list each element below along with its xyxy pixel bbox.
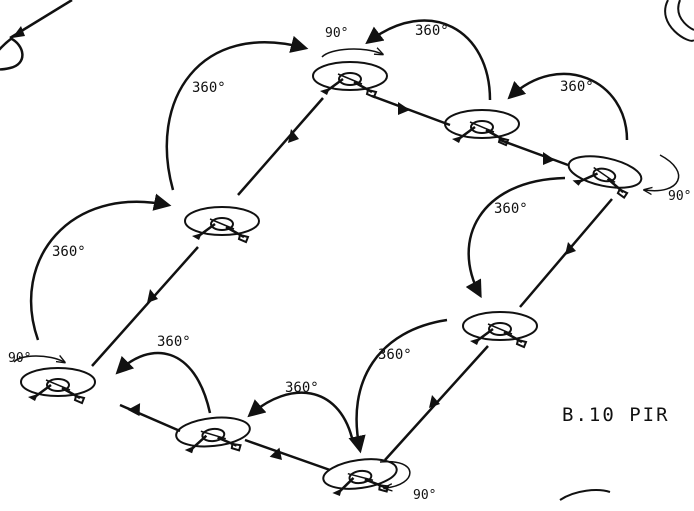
edge-top-right (499, 138, 569, 167)
fragment-bottom-center (559, 489, 611, 501)
helicopter-icon-left-corner (19, 366, 97, 405)
figure-caption: B.10 PIR (562, 404, 670, 426)
label-90-right: 90° (668, 189, 691, 204)
helicopter-icon-top (311, 60, 389, 99)
label-360-bottom: 360° (285, 380, 319, 396)
arc-360-lower-left (115, 351, 212, 414)
arrow-bottom-right-icon (269, 447, 282, 461)
arc-360-top (365, 19, 492, 101)
arrow-right-lower-icon (429, 395, 440, 408)
rot90-top-icon (321, 49, 382, 58)
label-360-lower-left: 360° (157, 334, 191, 350)
edge-bottom-left (119, 403, 181, 433)
rot90-left-icon (13, 356, 64, 362)
arc-360-bottom (247, 391, 354, 439)
arc-360-upper-right (507, 72, 629, 141)
label-90-bottom: 90° (413, 488, 436, 503)
arc-360-lower-right (348, 318, 448, 454)
arrow-top-left-icon (398, 102, 410, 115)
arrow-right-upper-icon (565, 242, 576, 255)
arrow-left-lower-icon (147, 289, 158, 303)
label-360-upper-right: 360° (560, 79, 594, 95)
helicopter-positions (19, 60, 646, 502)
arc-360-left (29, 193, 172, 341)
helicopter-icon-top-right (443, 108, 521, 147)
arc-360-right (465, 176, 566, 299)
helicopter-icon-right-mid (461, 310, 539, 349)
edge-top-left (371, 94, 451, 127)
label-360-right: 360° (494, 201, 528, 217)
label-360-top: 360° (415, 23, 449, 39)
label-360-left: 360° (52, 244, 86, 260)
arrow-bottom-left-icon (127, 403, 141, 417)
helicopter-icon-bottom-corner (320, 453, 401, 502)
label-360-upper-left: 360° (192, 80, 226, 96)
arrow-exit-icon (12, 26, 25, 38)
arrow-left-upper-icon (288, 129, 299, 143)
rotation-90-arrows (13, 49, 680, 488)
fragment-top-right (664, 0, 694, 42)
helicopter-icon-right-corner (563, 149, 646, 202)
exit-loop (0, 36, 24, 71)
turn-arcs (0, 19, 629, 454)
helicopter-icon-bottom-mid (173, 412, 254, 459)
label-90-top: 90° (325, 26, 348, 41)
flight-path-edges (9, 0, 613, 472)
arrow-top-right-icon (543, 152, 555, 165)
label-360-lower-right: 360° (378, 347, 412, 363)
direction-arrows (12, 26, 576, 461)
edge-bottom-right (244, 438, 331, 472)
edge-left-upper (237, 97, 324, 196)
rot90-right-icon (645, 154, 680, 191)
helicopter-icon-left-mid (183, 205, 261, 244)
edge-fragments (559, 0, 694, 501)
edge-left-lower (91, 246, 199, 367)
label-90-left: 90° (8, 351, 31, 366)
arc-360-upper-left (165, 35, 309, 191)
turn-labels: 360° 360° 360° 360° 360° 360° 360° 360° … (8, 23, 691, 503)
